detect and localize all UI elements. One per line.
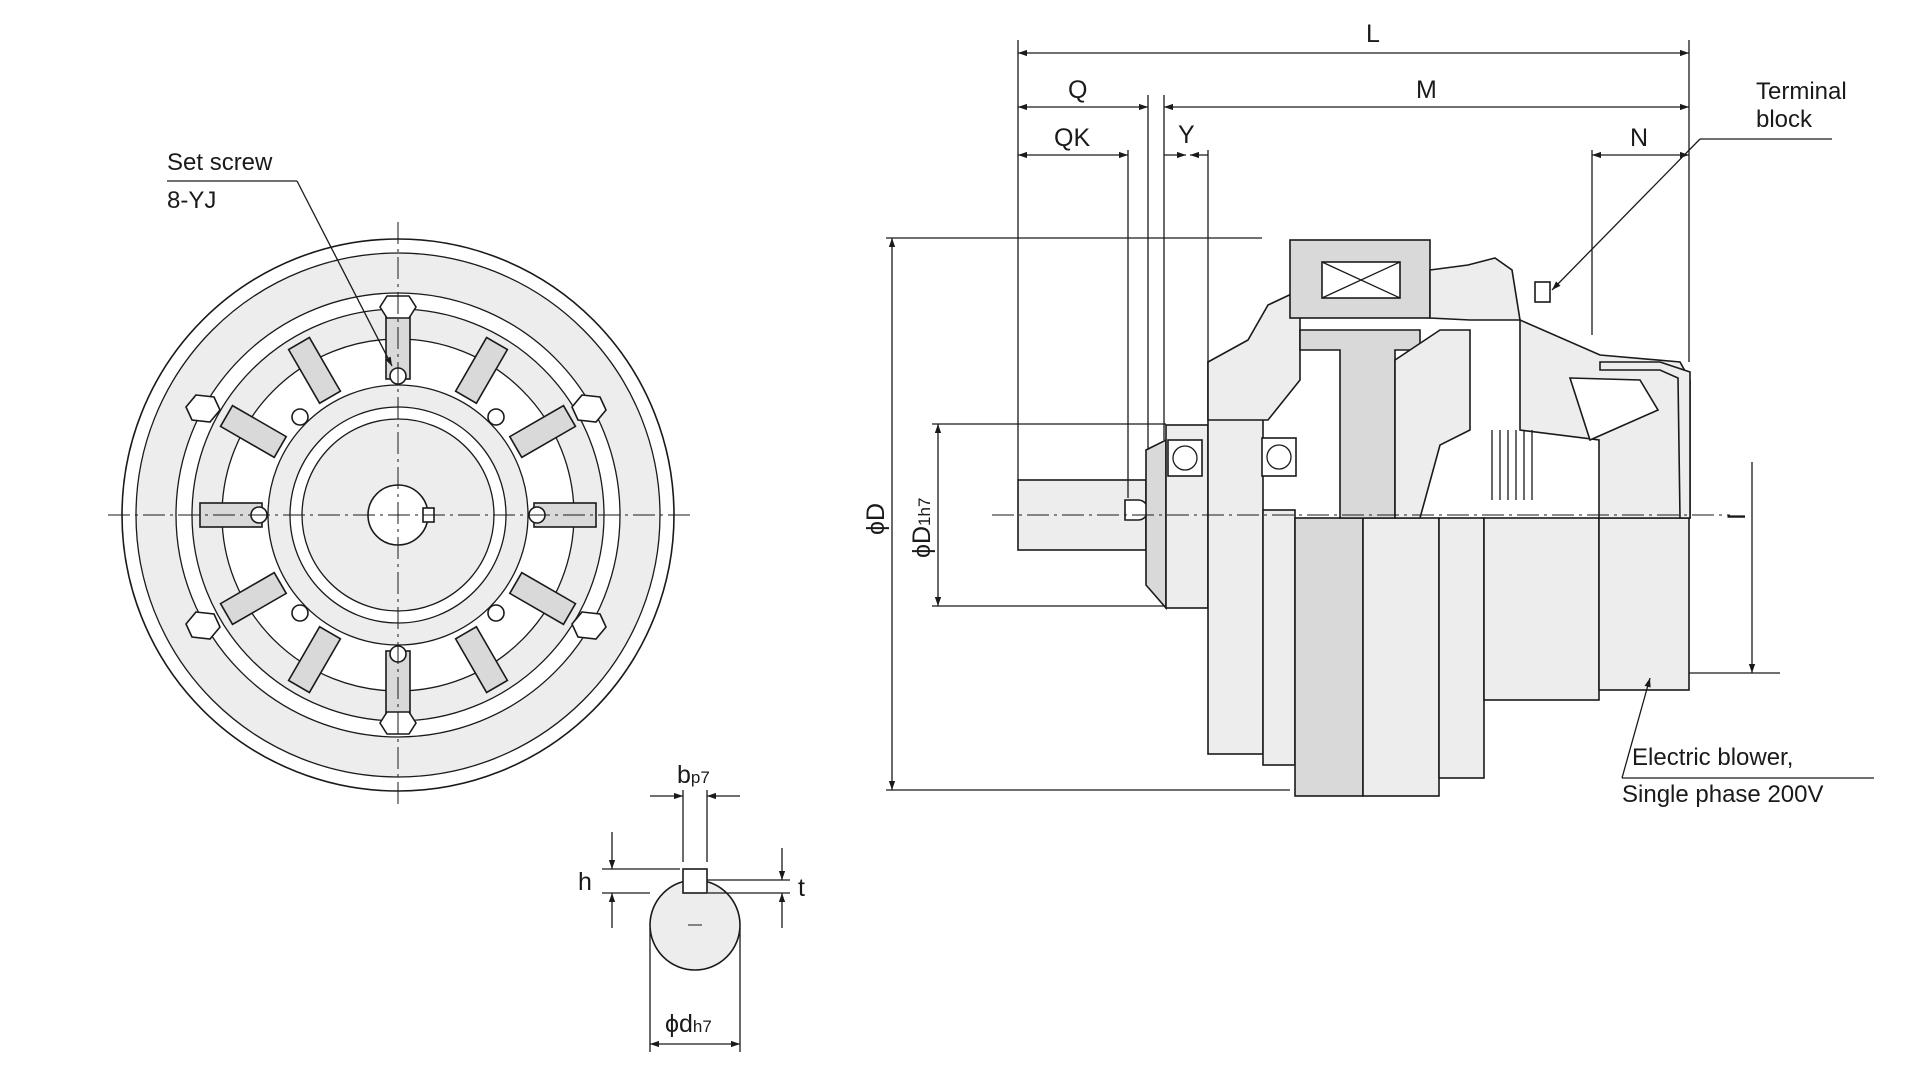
side-view-dimensions: L Q M QK Y N ϕD ϕD1h7 I <box>862 20 1780 791</box>
dim-d: ϕdh7 <box>665 1010 712 1038</box>
dim-phiD1: ϕD1h7 <box>908 498 936 558</box>
set-screw-spec: 8-YJ <box>167 187 216 214</box>
shaft-section-detail: bp7 h t ϕdh7 <box>578 761 805 1052</box>
terminal-block-callout: Terminal block <box>1551 78 1847 291</box>
blower-label-1: Electric blower, <box>1632 744 1793 771</box>
blower-label-2: Single phase 200V <box>1622 781 1824 808</box>
dim-M: M <box>1416 76 1437 104</box>
dim-h: h <box>578 868 592 896</box>
dim-I: I <box>1723 513 1751 520</box>
dim-phiD: ϕD <box>862 503 890 535</box>
terminal-label-2: block <box>1756 106 1813 133</box>
dim-Y: Y <box>1178 121 1195 149</box>
dim-b: bp7 <box>677 761 710 789</box>
dim-Q: Q <box>1068 76 1087 104</box>
terminal-label-1: Terminal <box>1756 78 1847 105</box>
set-screw-callout: Set screw 8-YJ <box>167 149 393 367</box>
electric-blower-callout: Electric blower, Single phase 200V <box>1621 677 1874 808</box>
dim-L: L <box>1366 20 1380 48</box>
front-view <box>108 222 690 808</box>
dim-N: N <box>1630 124 1648 152</box>
dim-t: t <box>798 874 805 902</box>
set-screw-label: Set screw <box>167 149 273 176</box>
side-view <box>992 239 1730 797</box>
dim-QK: QK <box>1054 124 1090 152</box>
